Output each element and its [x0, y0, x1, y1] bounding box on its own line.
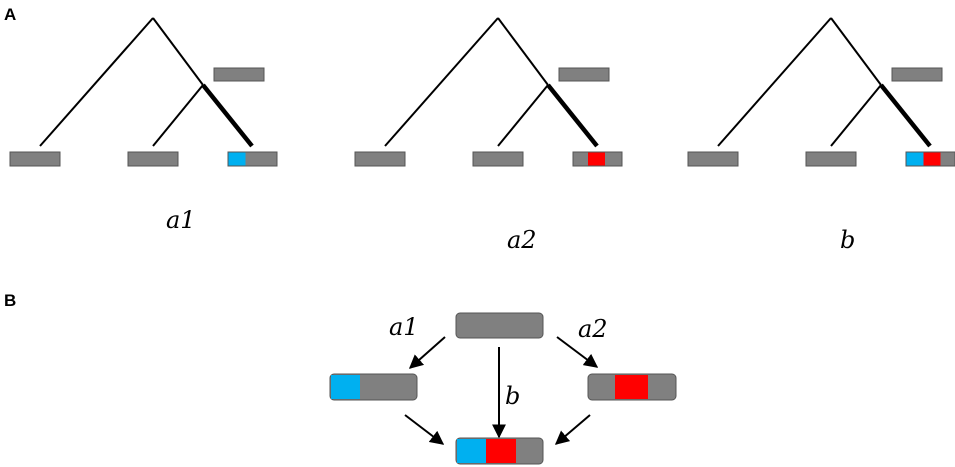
leaf-block — [472, 151, 524, 167]
tree-label: a2 — [507, 226, 537, 254]
arrow-a2-to-b — [554, 414, 591, 445]
branch-right — [497, 17, 549, 86]
blue-segment — [906, 152, 924, 166]
block-b — [455, 437, 544, 465]
branch-left — [717, 17, 832, 147]
flow-diagram: a1 a2 b — [329, 312, 677, 465]
leaf-block — [127, 151, 179, 167]
tree-a2: a2 — [354, 17, 623, 254]
branch-right — [830, 17, 882, 86]
leaf-block — [354, 151, 406, 167]
block-a1 — [329, 373, 418, 401]
arrow-a2 — [556, 336, 599, 368]
flow-label-a2: a2 — [578, 315, 608, 343]
arrow-a1-to-b — [404, 414, 445, 445]
tree-b: b — [687, 17, 955, 254]
branch-left — [384, 17, 499, 147]
flow-label-b: b — [505, 382, 520, 410]
ancestral-block — [891, 67, 943, 82]
leaf-block — [9, 151, 61, 167]
arrow-a1 — [408, 336, 446, 369]
tree-label: a1 — [166, 206, 196, 234]
branch-left — [39, 17, 154, 147]
branch-middle — [152, 84, 204, 147]
leaf-block — [805, 151, 857, 167]
branch-middle — [830, 84, 882, 147]
tree-label: b — [840, 226, 855, 254]
flow-label-a1: a1 — [389, 313, 419, 341]
panel-label-b: B — [4, 291, 16, 310]
block-a2 — [587, 373, 677, 401]
ancestral-block — [455, 312, 544, 339]
ancestral-block — [213, 67, 265, 82]
branch-thick — [546, 83, 599, 148]
blue-segment — [228, 152, 246, 166]
leaf-block — [687, 151, 739, 167]
tree-a1: a1 — [9, 17, 278, 234]
branch-middle — [497, 84, 549, 147]
red-segment — [923, 152, 941, 166]
branch-right — [152, 17, 204, 86]
panel-label-a: A — [4, 5, 16, 24]
branch-thick — [201, 83, 254, 148]
red-segment — [588, 152, 605, 166]
branch-thick — [879, 83, 932, 148]
ancestral-block — [558, 67, 610, 82]
